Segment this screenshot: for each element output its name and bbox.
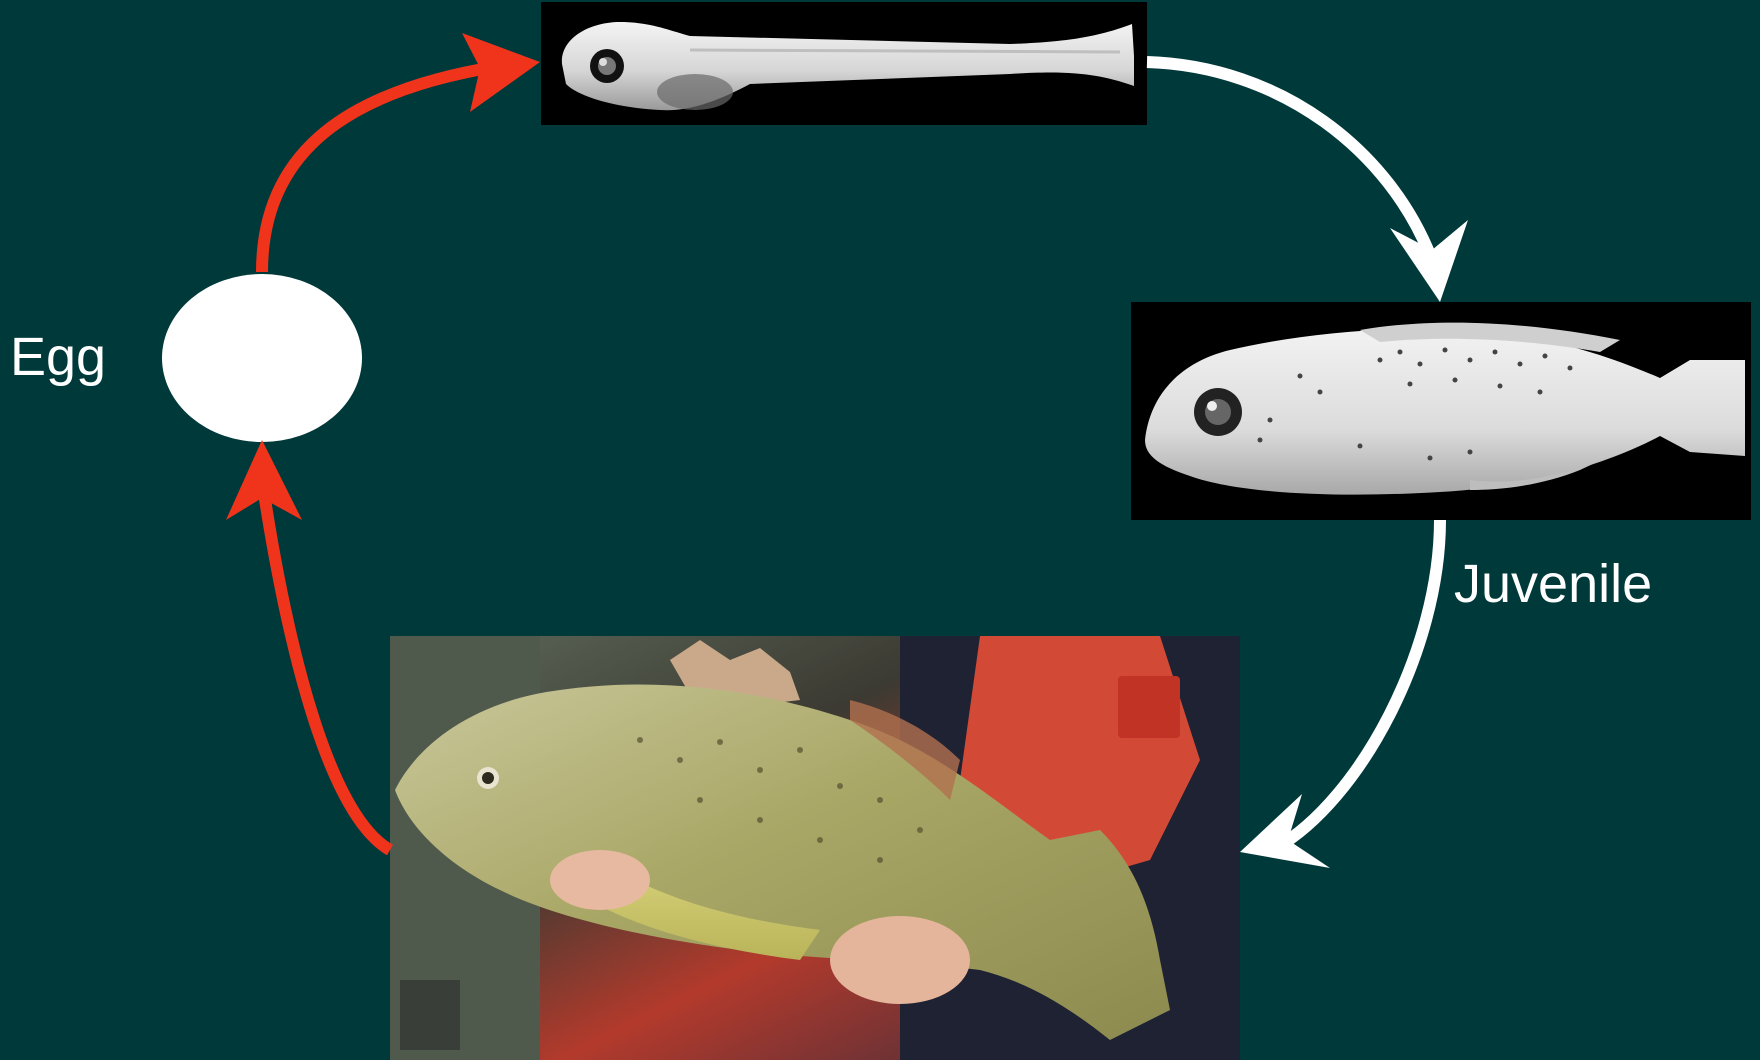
egg-shape [162,274,362,442]
larva-photo [541,2,1147,125]
juvenile-photo [1131,302,1751,520]
juvenile-label: Juvenile [1454,557,1652,611]
adult-photo [390,636,1240,1060]
egg-label: Egg [10,330,106,384]
